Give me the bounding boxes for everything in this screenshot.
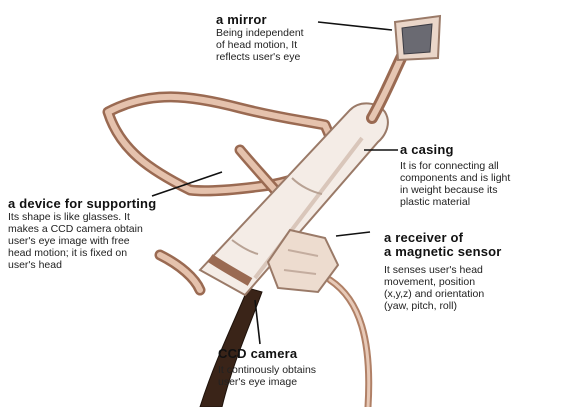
pointer-camera [255,300,260,344]
receiver-label: a receiver of a magnetic sensor It sense… [384,231,564,312]
casing-title: a casing [400,143,565,157]
support-desc-line: user's head [8,259,208,271]
receiver-title-line: a receiver of [384,231,564,245]
support-desc-line: head motion; it is fixed on [8,247,208,259]
support-title: a device for supporting [8,197,208,211]
casing-desc-line: It is for connecting all [400,160,565,172]
mirror-title: a mirror [216,13,366,27]
mirror-desc-line: Being independent [216,27,366,39]
casing-label: a casing It is for connecting all compon… [400,143,565,208]
support-desc-line: user's eye image with free [8,235,208,247]
receiver-desc-line: movement, position [384,276,564,288]
casing-desc-line: in weight because its [400,184,565,196]
camera-title: CCD camera [218,347,378,361]
camera-desc-line: It continously obtains [218,364,378,376]
mirror-desc-line: reflects user's eye [216,51,366,63]
receiver-title-line: a magnetic sensor [384,245,564,259]
receiver-desc-line: (yaw, pitch, roll) [384,300,564,312]
support-label: a device for supporting Its shape is lik… [8,197,208,271]
pointer-receiver [336,232,370,236]
support-desc-line: makes a CCD camera obtain [8,223,208,235]
mirror-desc-line: of head motion, It [216,39,366,51]
mirror-arm [372,16,440,118]
camera-label: CCD camera It continously obtains user's… [218,347,378,388]
camera-desc-line: user's eye image [218,376,378,388]
support-desc-line: Its shape is like glasses. It [8,211,208,223]
receiver-desc-line: (x,y,z) and orientation [384,288,564,300]
receiver-desc-line: It senses user's head [384,264,564,276]
casing-desc-line: components and is light [400,172,565,184]
casing-desc-line: plastic material [400,196,565,208]
mirror-label: a mirror Being independent of head motio… [216,13,366,63]
